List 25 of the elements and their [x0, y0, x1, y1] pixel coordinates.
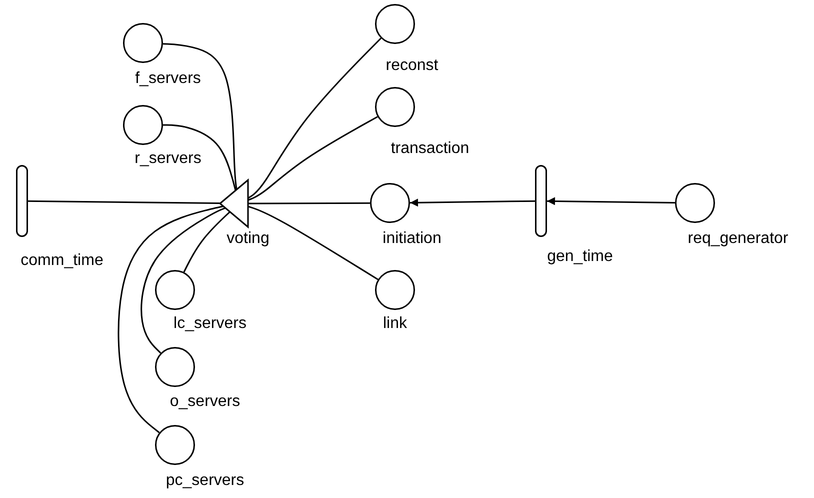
node-label: transaction: [390, 140, 470, 158]
arc: [248, 38, 382, 199]
arc: [410, 198, 536, 207]
node-label: lc_servers: [174, 315, 246, 333]
node-label: initiation: [382, 230, 442, 248]
arc: [248, 206, 378, 280]
node-label: gen_time: [547, 248, 613, 266]
arc: [140, 207, 226, 354]
arc: [183, 211, 230, 272]
node-label: o_servers: [170, 393, 240, 411]
arc: [163, 124, 236, 191]
arc: [118, 206, 224, 434]
node-label: req_generator: [688, 230, 788, 248]
node-label: f_servers: [135, 70, 201, 88]
node-label: reconst: [386, 57, 438, 75]
arc: [547, 197, 676, 206]
arc: [248, 116, 378, 201]
arc: [162, 43, 238, 190]
arc: [28, 200, 220, 204]
node-label: comm_time: [20, 252, 104, 270]
node-label: pc_servers: [166, 472, 244, 490]
arc: [248, 202, 370, 204]
node-label: voting: [226, 230, 270, 248]
node-label: r_servers: [134, 150, 202, 168]
node-label: link: [382, 315, 407, 333]
